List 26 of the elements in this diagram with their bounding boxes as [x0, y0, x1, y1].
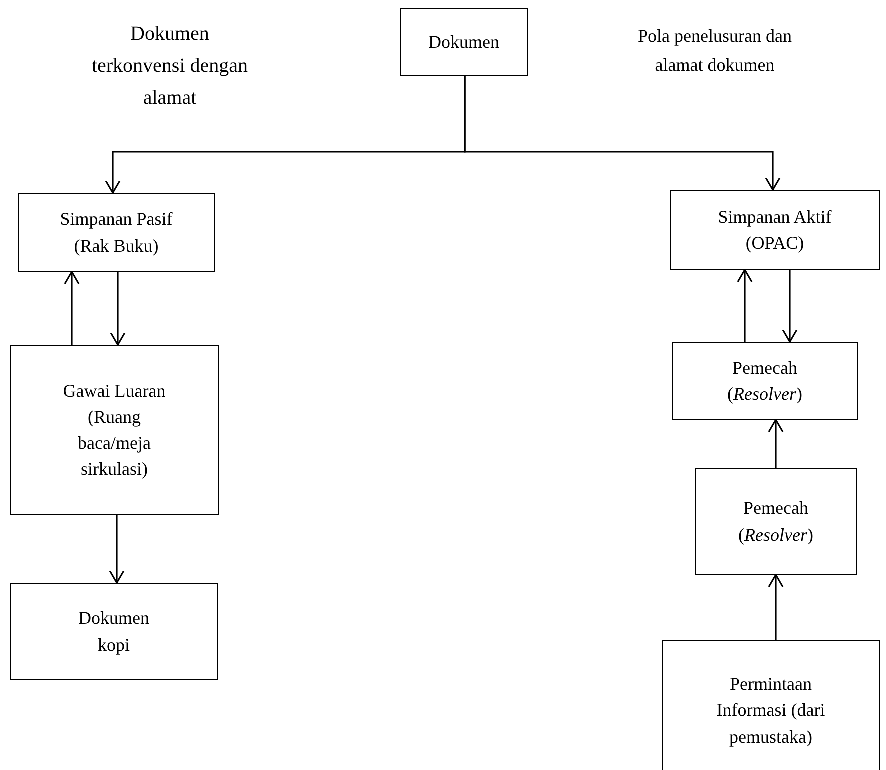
box-label: Dokumen kopi — [78, 607, 150, 657]
process-box — [662, 640, 880, 770]
box-label: Simpanan Pasif (Rak Buku) — [59, 208, 174, 258]
process-box — [10, 345, 219, 515]
arrow — [464, 76, 781, 191]
heading-note: Pola penelusuran dan alamat dokumen — [637, 25, 793, 77]
arrow — [110, 272, 126, 346]
box-label: Simpanan Aktif (OPAC) — [717, 206, 833, 255]
process-box — [695, 468, 857, 575]
process-box — [670, 190, 880, 270]
process-box — [400, 8, 528, 76]
box-label: Gawai Luaran (Ruang baca/meja sirkulasi) — [62, 380, 167, 482]
box-label: Permintaan Informasi (dari pemustaka) — [716, 673, 826, 749]
process-box — [10, 583, 218, 680]
arrow — [768, 574, 784, 640]
arrow — [64, 271, 80, 345]
arrow — [782, 270, 798, 343]
box-label: Dokumen — [428, 30, 500, 54]
process-box — [18, 193, 215, 272]
heading-note: Dokumen terkonvensi dengan alamat — [90, 22, 250, 111]
process-box — [672, 342, 858, 420]
arrow — [109, 515, 125, 584]
arrow — [737, 269, 753, 342]
box-label: Pemecah (Resolver) — [738, 497, 814, 547]
arrow — [768, 419, 784, 468]
box-label: Pemecah (Resolver) — [726, 356, 804, 406]
